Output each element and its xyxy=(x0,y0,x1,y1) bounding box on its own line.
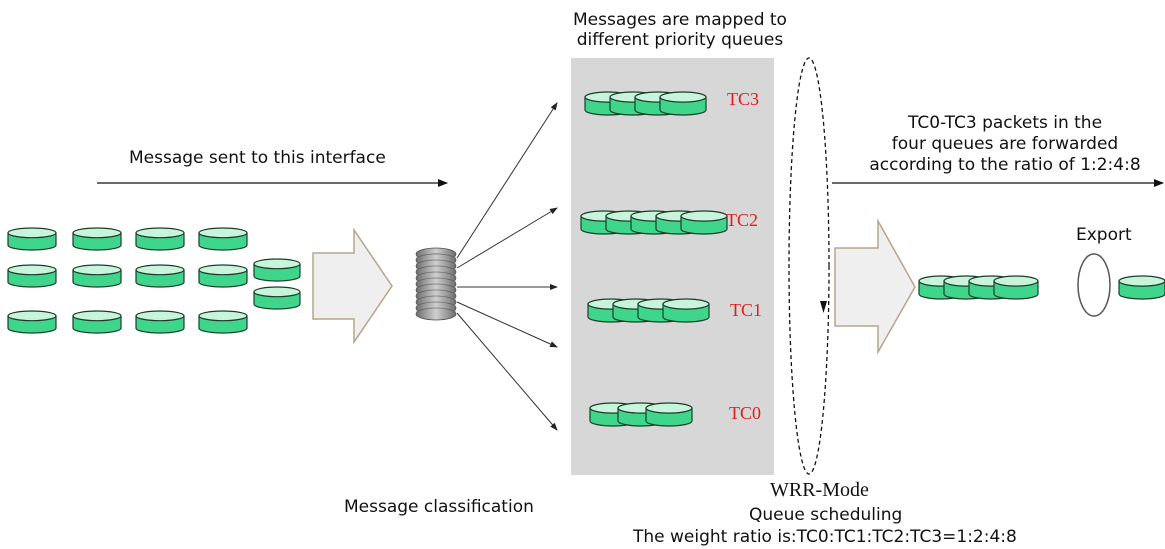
queue-label-tc2: TC2 xyxy=(726,210,759,230)
output-packet xyxy=(993,275,1039,300)
queue-packet-tc2 xyxy=(680,210,728,235)
queue-label-tc3: TC3 xyxy=(727,89,760,109)
classifier-icon xyxy=(415,247,457,321)
exported-packet xyxy=(1118,275,1165,300)
incoming-packet xyxy=(72,264,122,288)
output-block-arrow xyxy=(834,218,916,355)
incoming-packet xyxy=(72,227,122,251)
mapped-caption: Messages are mapped to different priorit… xyxy=(545,10,815,50)
mapped-line1: Messages are mapped to xyxy=(573,10,787,30)
export-label: Export xyxy=(1076,225,1132,245)
incoming-packet xyxy=(198,310,248,334)
incoming-packet xyxy=(7,310,57,334)
input-block-arrow xyxy=(312,227,393,345)
packets-layer xyxy=(7,91,1165,427)
incoming-packet xyxy=(135,227,185,251)
forward-line3: according to the ratio of 1:2:4:8 xyxy=(869,155,1141,175)
mapped-line2: different priority queues xyxy=(576,30,784,50)
export-ring xyxy=(1077,253,1111,317)
wrr-scheduler-loop xyxy=(788,57,830,475)
incoming-packet xyxy=(72,310,122,334)
wrr-mode-label: WRR-Mode xyxy=(770,479,869,501)
wrr-direction-arrowhead xyxy=(820,301,827,313)
incoming-packet xyxy=(198,264,248,288)
fan-out-arrows xyxy=(456,102,558,431)
incoming-packet xyxy=(198,227,248,251)
queue-label-tc1: TC1 xyxy=(730,300,763,320)
queue-label-tc0: TC0 xyxy=(729,403,762,423)
incoming-packet xyxy=(7,227,57,251)
incoming-packet xyxy=(253,258,301,282)
weight-ratio-label: The weight ratio is:TC0:TC1:TC2:TC3=1:2:… xyxy=(633,527,1017,547)
forward-caption: TC0-TC3 packets in the four queues are f… xyxy=(855,113,1155,176)
incoming-packet xyxy=(135,310,185,334)
queue-scheduling-label: Queue scheduling xyxy=(749,505,903,525)
classification-label: Message classification xyxy=(344,497,534,517)
queue-packet-tc3 xyxy=(659,91,707,116)
forward-line2: four queues are forwarded xyxy=(891,134,1119,154)
queue-packet-tc0 xyxy=(645,402,693,427)
incoming-packet xyxy=(253,286,301,310)
sent-caption: Message sent to this interface xyxy=(129,148,386,168)
queue-packet-tc1 xyxy=(662,298,710,323)
incoming-packet xyxy=(135,264,185,288)
forward-line1: TC0-TC3 packets in the xyxy=(907,113,1103,133)
incoming-packet xyxy=(7,264,57,288)
